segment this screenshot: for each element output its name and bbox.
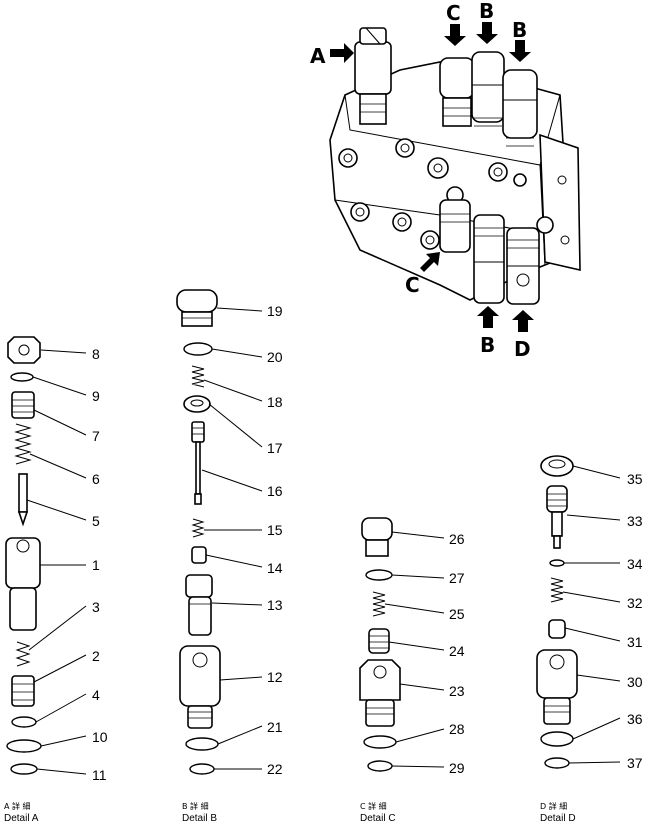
part-22: 22 bbox=[267, 761, 283, 777]
part-30: 30 bbox=[627, 674, 643, 690]
part-16: 16 bbox=[267, 483, 283, 499]
caption-a-jp: A 詳 細 bbox=[4, 801, 31, 811]
part-6: 6 bbox=[92, 471, 100, 487]
part-5: 5 bbox=[92, 513, 100, 529]
part-1: 1 bbox=[92, 557, 100, 573]
part-3: 3 bbox=[92, 599, 100, 615]
part-27: 27 bbox=[449, 570, 465, 586]
caption-b-en: Detail B bbox=[182, 813, 217, 824]
part-20: 20 bbox=[267, 349, 283, 365]
part-19: 19 bbox=[267, 303, 283, 319]
part-26: 26 bbox=[449, 531, 465, 547]
caption-b-jp: B 詳 細 bbox=[182, 801, 209, 811]
caption-d-jp: D 詳 細 bbox=[540, 801, 567, 811]
label-b-bottom: B bbox=[480, 333, 495, 357]
part-15: 15 bbox=[267, 522, 283, 538]
label-d: D bbox=[514, 337, 531, 361]
arrow-b-top-1 bbox=[476, 22, 498, 44]
part-17: 17 bbox=[267, 440, 283, 456]
label-b-top-2: B bbox=[512, 18, 527, 42]
detail-captions: A 詳 細 Detail A B 詳 細 Detail B C 詳 細 Deta… bbox=[4, 801, 576, 824]
detail-a: 8 9 7 6 5 1 3 2 4 10 11 bbox=[5, 336, 108, 783]
part-35: 35 bbox=[627, 471, 643, 487]
part-18: 18 bbox=[267, 394, 283, 410]
part-28: 28 bbox=[449, 721, 465, 737]
arrow-a bbox=[330, 43, 354, 63]
part-24: 24 bbox=[449, 643, 465, 659]
label-c-top: C bbox=[446, 1, 461, 25]
detail-b: 19 20 18 17 16 15 14 13 12 21 22 bbox=[176, 289, 283, 777]
arrow-c-top bbox=[444, 24, 466, 46]
caption-c-en: Detail C bbox=[360, 813, 396, 824]
arrow-b-top-2 bbox=[509, 40, 531, 62]
part-21: 21 bbox=[267, 719, 283, 735]
caption-d-en: Detail D bbox=[540, 813, 576, 824]
part-36: 36 bbox=[627, 711, 643, 727]
arrow-b-bottom bbox=[477, 306, 499, 328]
part-2: 2 bbox=[92, 648, 100, 664]
part-29: 29 bbox=[449, 760, 465, 776]
label-c-bottom: C bbox=[405, 273, 420, 297]
valve-assembly: A C B B C B D bbox=[310, 0, 581, 361]
detail-d: 35 33 34 32 31 30 36 37 bbox=[536, 455, 643, 771]
detail-c: 26 27 25 24 23 28 29 bbox=[359, 517, 465, 776]
part-7: 7 bbox=[92, 428, 100, 444]
label-a: A bbox=[310, 44, 326, 68]
caption-c-jp: C 詳 細 bbox=[360, 801, 387, 811]
part-34: 34 bbox=[627, 556, 643, 572]
part-11: 11 bbox=[92, 767, 107, 783]
part-32: 32 bbox=[627, 595, 643, 611]
caption-a-en: Detail A bbox=[4, 813, 39, 824]
part-10: 10 bbox=[92, 729, 108, 745]
part-8: 8 bbox=[92, 346, 100, 362]
label-b-top-1: B bbox=[479, 0, 494, 23]
part-37: 37 bbox=[627, 755, 643, 771]
arrow-d bbox=[512, 310, 534, 332]
part-9: 9 bbox=[92, 388, 100, 404]
part-23: 23 bbox=[449, 683, 465, 699]
part-33: 33 bbox=[627, 513, 643, 529]
part-13: 13 bbox=[267, 597, 283, 613]
arrow-c-bottom bbox=[420, 252, 440, 272]
part-12: 12 bbox=[267, 669, 283, 685]
part-31: 31 bbox=[627, 634, 643, 650]
part-14: 14 bbox=[267, 560, 283, 576]
part-4: 4 bbox=[92, 687, 100, 703]
part-25: 25 bbox=[449, 606, 465, 622]
